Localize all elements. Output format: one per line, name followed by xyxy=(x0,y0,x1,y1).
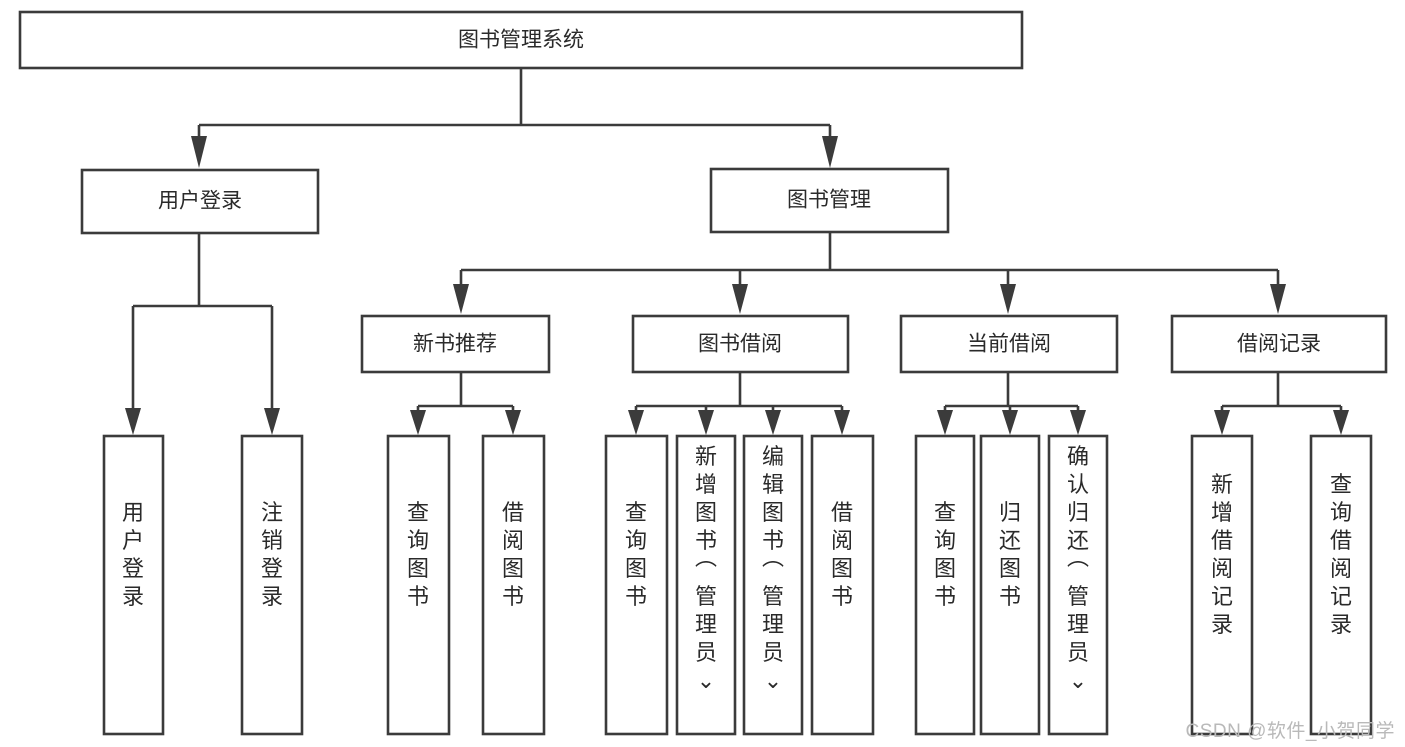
arrow-head-leaf-user-login xyxy=(125,408,141,435)
arrow-head-leaf-cur-confirm xyxy=(1070,410,1086,435)
node-leaf-rec-query[interactable]: 查询图书 xyxy=(386,434,451,736)
node-borrow-record-box[interactable] xyxy=(1170,314,1388,374)
arrow-head-borrow-record xyxy=(1270,284,1286,314)
node-leaf-cur-confirm-box[interactable] xyxy=(1047,434,1109,736)
node-borrow-record[interactable]: 借阅记录 xyxy=(1170,314,1388,374)
node-leaf-cur-return[interactable]: 归还图书 xyxy=(979,434,1041,736)
arrow-head-leaf-rec-borrow xyxy=(505,410,521,435)
node-user-login-box[interactable] xyxy=(80,168,320,235)
node-book-borrow-box[interactable] xyxy=(631,314,850,374)
node-book-manage-box[interactable] xyxy=(709,167,950,234)
node-leaf-rec-query-box[interactable] xyxy=(386,434,451,736)
connector-layer xyxy=(125,68,1349,435)
node-leaf-cur-return-label: 归还图书 xyxy=(999,500,1021,609)
node-current-borrow[interactable]: 当前借阅 xyxy=(899,314,1119,374)
node-leaf-cur-query[interactable]: 查询图书 xyxy=(914,434,976,736)
arrow-head-bookmanage xyxy=(822,136,838,168)
csdn-watermark: CSDN @软件_小贺同学 xyxy=(1185,721,1395,742)
arrow-head-leaf-rec-search xyxy=(1333,410,1349,435)
node-leaf-user-login-label: 用户登录 xyxy=(122,500,144,609)
node-leaf-rec-search-label: 查询借阅记录 xyxy=(1330,472,1352,637)
arrow-head-leaf-cur-return xyxy=(1002,410,1018,435)
node-leaf-rec-borrow-box[interactable] xyxy=(481,434,546,736)
node-leaf-borrow-add-box[interactable] xyxy=(675,434,737,736)
arrow-head-new-book-rec xyxy=(453,284,469,314)
arrow-head-userlogin xyxy=(191,136,207,168)
node-leaf-user-logout-label: 注销登录 xyxy=(261,500,283,609)
node-leaf-borrow-edit-label: 编辑图书⌒管理员⌄ xyxy=(762,444,784,693)
node-current-borrow-label: 当前借阅 xyxy=(967,333,1051,356)
node-leaf-cur-query-box[interactable] xyxy=(914,434,976,736)
node-leaf-rec-add-label: 新增借阅记录 xyxy=(1211,472,1233,637)
arrow-head-leaf-rec-query xyxy=(410,410,426,435)
node-leaf-cur-return-box[interactable] xyxy=(979,434,1041,736)
node-leaf-rec-borrow-label: 借阅图书 xyxy=(502,500,524,609)
node-leaf-borrow-query-label: 查询图书 xyxy=(625,500,647,609)
node-user-login-label: 用户登录 xyxy=(158,190,242,213)
node-leaf-cur-confirm[interactable]: 确认归还⌒管理员⌄ xyxy=(1047,434,1109,736)
arrow-head-leaf-borrow-query xyxy=(628,410,644,435)
node-leaf-borrow-lend-label: 借阅图书 xyxy=(831,500,853,609)
node-leaf-borrow-add-label: 新增图书⌒管理员⌄ xyxy=(695,444,717,693)
node-leaf-rec-search[interactable]: 查询借阅记录 xyxy=(1309,434,1373,736)
node-leaf-rec-search-box[interactable] xyxy=(1309,434,1373,736)
node-leaf-rec-query-label: 查询图书 xyxy=(407,500,429,609)
node-root-box[interactable] xyxy=(18,10,1024,70)
node-leaf-borrow-lend-box[interactable] xyxy=(810,434,875,736)
node-book-borrow-label: 图书借阅 xyxy=(698,333,782,356)
node-leaf-rec-borrow[interactable]: 借阅图书 xyxy=(481,434,546,736)
arrow-head-leaf-borrow-lend xyxy=(834,410,850,435)
node-leaf-borrow-add[interactable]: 新增图书⌒管理员⌄ xyxy=(675,434,737,736)
arrow-head-leaf-borrow-edit xyxy=(765,410,781,435)
node-current-borrow-box[interactable] xyxy=(899,314,1119,374)
node-root-label: 图书管理系统 xyxy=(458,29,584,52)
node-book-manage[interactable]: 图书管理 xyxy=(709,167,950,234)
node-leaf-user-logout-box[interactable] xyxy=(240,434,304,736)
node-leaf-cur-query-label: 查询图书 xyxy=(934,500,956,609)
node-new-book-rec-label: 新书推荐 xyxy=(413,333,497,356)
arrow-head-leaf-user-logout xyxy=(264,408,280,435)
node-borrow-record-label: 借阅记录 xyxy=(1237,333,1321,356)
node-leaf-borrow-lend[interactable]: 借阅图书 xyxy=(810,434,875,736)
node-leaf-rec-add[interactable]: 新增借阅记录 xyxy=(1190,434,1254,736)
node-leaf-user-login-box[interactable] xyxy=(102,434,165,736)
node-leaf-cur-confirm-label: 确认归还⌒管理员⌄ xyxy=(1067,444,1089,693)
node-leaf-rec-add-box[interactable] xyxy=(1190,434,1254,736)
node-leaf-user-logout[interactable]: 注销登录 xyxy=(240,434,304,736)
arrow-head-leaf-cur-query xyxy=(937,410,953,435)
arrow-head-leaf-borrow-add xyxy=(698,410,714,435)
node-leaf-user-login[interactable]: 用户登录 xyxy=(102,434,165,736)
arrow-head-leaf-rec-add xyxy=(1214,410,1230,435)
node-leaf-borrow-edit[interactable]: 编辑图书⌒管理员⌄ xyxy=(742,434,804,736)
node-book-manage-label: 图书管理 xyxy=(787,189,871,212)
node-new-book-rec[interactable]: 新书推荐 xyxy=(360,314,551,374)
node-leaf-borrow-query[interactable]: 查询图书 xyxy=(604,434,669,736)
arrow-head-book-borrow xyxy=(732,284,748,314)
node-new-book-rec-box[interactable] xyxy=(360,314,551,374)
node-user-login[interactable]: 用户登录 xyxy=(80,168,320,235)
arrow-head-current-borrow xyxy=(1000,284,1016,314)
node-root[interactable]: 图书管理系统 xyxy=(18,10,1024,70)
node-leaf-borrow-edit-box[interactable] xyxy=(742,434,804,736)
node-book-borrow[interactable]: 图书借阅 xyxy=(631,314,850,374)
node-leaf-borrow-query-box[interactable] xyxy=(604,434,669,736)
